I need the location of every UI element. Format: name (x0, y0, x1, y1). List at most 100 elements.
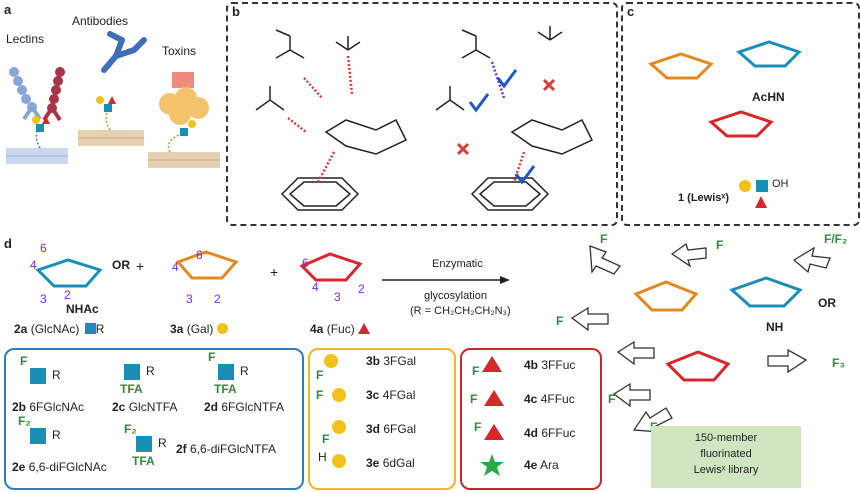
antibody-icon (101, 31, 147, 73)
fluoro-label: F (322, 432, 330, 446)
panel-a-illustration (6, 31, 220, 168)
glc-pos-4: 4 (30, 258, 37, 272)
fuc-analogue-box: F F F 4b 3FFuc 4c 4FFuc 4d 6FFuc 4e Ara (460, 348, 602, 490)
fuc-pos-3: 3 (334, 290, 341, 304)
ara-star-icon (480, 454, 504, 476)
glc-pos-2: 2 (64, 288, 71, 302)
glcnac-square-icon (124, 364, 140, 380)
panel-b (226, 2, 618, 226)
fuc-triangle-icon (484, 424, 504, 440)
arrow-top-label: Enzymatic (432, 258, 483, 270)
glcnac-square-icon (30, 368, 46, 384)
fuc-pos-2: 2 (358, 282, 365, 296)
gal-pos-4: 4 (172, 260, 179, 274)
fuc-triangle-icon (358, 323, 371, 334)
compound-1-label: 1 (Lewisˣ) (678, 192, 730, 204)
item-4d: 4d 6FFuc (524, 426, 576, 440)
library-line-1: 150-member (694, 432, 758, 444)
library-box: 150-member fluorinated Lewisˣ library (651, 426, 801, 488)
panel-d-label: d (4, 236, 12, 251)
glycan-mid-icon (96, 96, 116, 131)
r-label: R (52, 368, 61, 382)
cross-icon (542, 78, 556, 92)
fluoro-label: F (472, 364, 480, 378)
difluoro-label: F₂ (124, 422, 137, 436)
check-icon (468, 93, 490, 113)
hydrogen-label: H (318, 450, 327, 464)
r-label: R (158, 436, 167, 450)
item-4b: 4b 3FFuc (524, 358, 576, 372)
membrane-mid-icon (78, 130, 144, 146)
item-4c: 4c 4FFuc (524, 392, 575, 406)
panel-a-label: a (4, 2, 12, 17)
fluoro-label: F (474, 420, 482, 434)
lectin-blue-icon (9, 67, 42, 121)
glcnac-analogue-box: F R 2b 6FGlcNAc R TFA 2c GlcNTFA F R TFA… (4, 348, 304, 490)
gal-circle-icon (332, 454, 346, 468)
product-structure (570, 242, 831, 433)
f-label: F (608, 392, 616, 406)
reactant-4a-caption: 4a (Fuc) (310, 322, 371, 336)
reactant-3a-caption: 3a (Gal) (170, 322, 228, 336)
item-2d: 2d 6FGlcNTFA (204, 400, 285, 414)
ch-pi-contact (512, 151, 526, 183)
item-2c: 2c GlcNTFA (112, 400, 178, 414)
lectin-red-icon (42, 67, 65, 122)
fluoro-label: F (316, 368, 324, 382)
arrow-note: (R = CH₂CH₂CH₂N₃) (410, 305, 511, 317)
item-2f: 2f 6,6-diFGlcNTFA (176, 442, 277, 456)
cross-icon (456, 142, 470, 156)
gal-circle-icon (324, 354, 338, 368)
gal-circle-icon (332, 420, 346, 434)
fuc-triangle-icon (482, 356, 502, 372)
gal-circle-icon (216, 323, 228, 334)
right-sugar-structure (435, 26, 594, 211)
item-3e: 3e 6dGal (366, 456, 415, 470)
fuc-pos-6: 6 (302, 256, 309, 270)
difluoro-label: F₂ (18, 414, 31, 428)
item-2e: 2e 6,6-diFGlcNAc (12, 460, 107, 474)
r-label: R (146, 364, 155, 378)
membrane-right-icon (148, 152, 220, 168)
library-line-2: fluorinated (700, 448, 752, 460)
f-label: F (600, 232, 608, 246)
toxins-label: Toxins (162, 44, 197, 58)
check-icon (514, 165, 536, 185)
item-2b: 2b 6FGlcNAc (12, 400, 85, 414)
fuc-pos-4: 4 (312, 280, 319, 294)
panel-c (621, 2, 860, 226)
glcnac-square-icon (218, 364, 234, 380)
panel-b-interaction-diagram (255, 26, 594, 211)
or-label: OR (112, 258, 130, 272)
glc-pos-6: 6 (40, 241, 47, 255)
f-label: F₃ (832, 356, 845, 370)
fluoro-label: F (208, 350, 216, 364)
panel-b-label: b (232, 4, 240, 19)
glc-pos-3: 3 (40, 292, 47, 306)
fuc-triangles (480, 356, 504, 476)
fluoro-label: F (470, 392, 478, 406)
glcnac-square-icon (30, 428, 46, 444)
left-sugar-structure (255, 29, 408, 211)
glcnac-square-icon (136, 436, 152, 452)
library-line-3: Lewisˣ library (693, 464, 759, 476)
compound-1-oh: OH (772, 178, 789, 190)
tfa-label: TFA (214, 382, 237, 396)
arrow-bottom-label: glycosylation (424, 290, 487, 302)
product-or-label: OR (818, 296, 836, 310)
left-hbonds (287, 55, 354, 183)
tfa-label: TFA (120, 382, 143, 396)
r-label: R (240, 364, 249, 378)
gal-analogue-box: F 3b 3FGal F 3c 4FGal F 3d 6FGal H 3e 6d… (308, 348, 456, 490)
reactant-2a-caption: 2a (GlcNAc) R (14, 322, 105, 336)
f-label: F (556, 314, 564, 328)
reactant-rings (35, 250, 510, 288)
f-label: F/F₂ (824, 232, 848, 246)
lewis-x-structure (648, 40, 802, 208)
check-icon (496, 69, 518, 89)
fluoro-label: F (20, 354, 28, 368)
glycan-left-icon (32, 116, 50, 149)
item-3d: 3d 6FGal (366, 422, 417, 436)
antibodies-label: Antibodies (72, 14, 129, 28)
item-3b: 3b 3FGal (366, 354, 417, 368)
